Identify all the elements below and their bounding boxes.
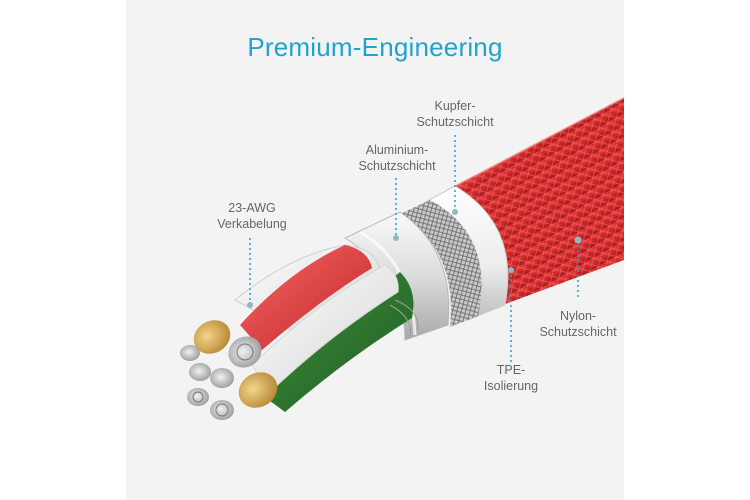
callout-nylon-line1: Nylon- — [559, 309, 597, 323]
callout-aluminium-line2: Schutzschicht — [358, 159, 436, 173]
image-title: Premium-Engineering — [247, 32, 503, 62]
callout-dot-copper — [452, 209, 458, 215]
callout-label-tpe: TPE- Isolierung — [476, 362, 546, 394]
callout-label-wire: 23-AWG Verkabelung — [212, 200, 292, 232]
callout-nylon-line2: Schutzschicht — [539, 325, 617, 339]
callout-tpe-line1: TPE- — [496, 363, 526, 377]
callout-dot-tpe — [508, 267, 514, 273]
callout-label-copper: Kupfer- Schutzschicht — [410, 98, 500, 130]
callout-label-aluminium: Aluminium- Schutzschicht — [352, 142, 442, 174]
callout-aluminium-line1: Aluminium- — [365, 143, 429, 157]
inner-wires — [234, 244, 419, 412]
callout-wire-line2: Verkabelung — [217, 217, 287, 231]
callout-dot-aluminium — [393, 235, 399, 241]
callout-tpe-line2: Isolierung — [483, 379, 539, 393]
metal-mesh-shield — [400, 200, 482, 327]
conductor-ends — [180, 320, 278, 420]
callout-wire-line1: 23-AWG — [228, 201, 276, 215]
callout-dot-wire — [247, 302, 253, 308]
callout-copper-line1: Kupfer- — [434, 99, 476, 113]
callout-label-nylon: Nylon- Schutzschicht — [533, 308, 623, 340]
callout-dot-nylon — [574, 236, 582, 244]
callout-copper-line2: Schutzschicht — [416, 115, 494, 129]
